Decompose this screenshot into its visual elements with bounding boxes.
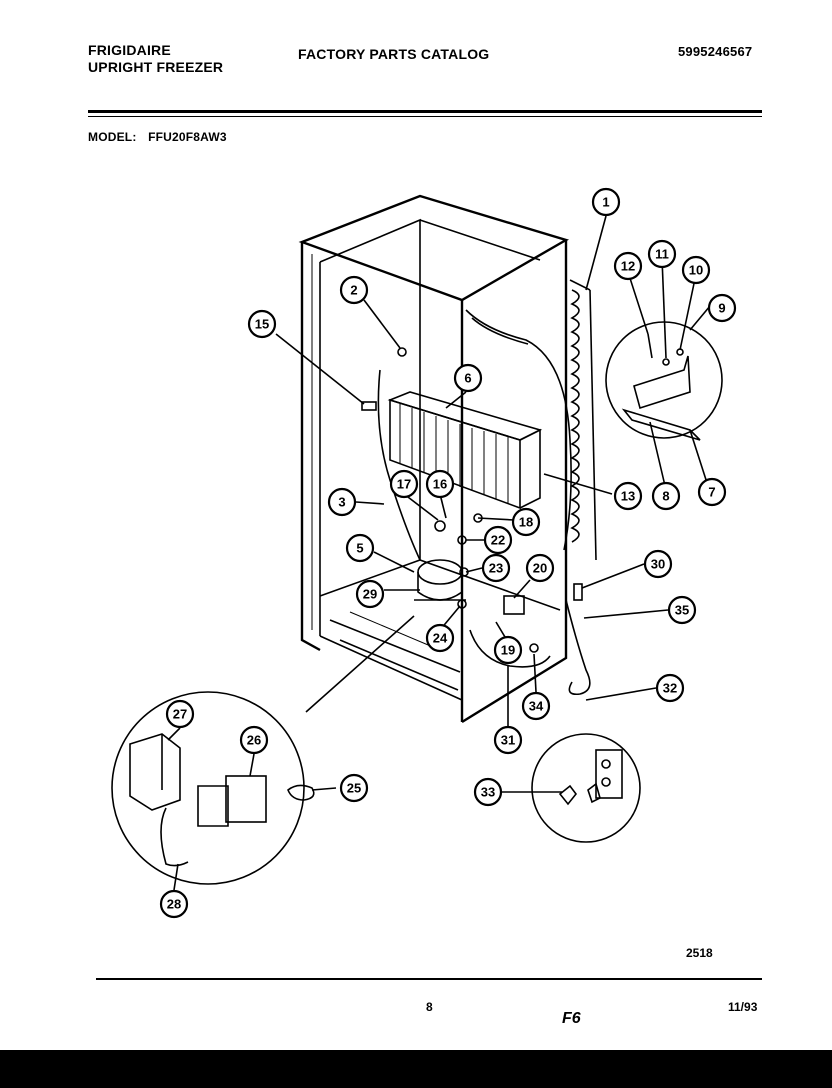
svg-text:25: 25 [347, 781, 361, 796]
callout-17: 17 [389, 469, 419, 499]
power-cord-detail [531, 733, 641, 843]
model-number: FFU20F8AW3 [148, 130, 227, 144]
callout-7: 7 [697, 477, 727, 507]
svg-text:17: 17 [397, 477, 411, 492]
svg-text:10: 10 [689, 263, 703, 278]
compressor-parts-detail [111, 615, 415, 885]
callout-27: 27 [165, 699, 195, 729]
part-number: 5995246567 [678, 44, 753, 59]
scan-border [0, 1050, 832, 1088]
svg-text:6: 6 [464, 371, 471, 386]
callout-35: 35 [667, 595, 697, 625]
svg-text:34: 34 [529, 699, 544, 714]
svg-text:22: 22 [491, 533, 505, 548]
exploded-parts-diagram: 1 2 3 5 6 7 8 9 10 11 12 13 15 16 17 18 … [111, 187, 737, 919]
svg-text:19: 19 [501, 643, 515, 658]
svg-text:20: 20 [533, 561, 547, 576]
svg-text:3: 3 [338, 495, 345, 510]
callout-5: 5 [345, 533, 375, 563]
callout-29: 29 [355, 579, 385, 609]
page-number: 8 [426, 1000, 433, 1014]
brand-block: FRIGIDAIRE UPRIGHT FREEZER [88, 42, 223, 76]
svg-text:35: 35 [675, 603, 689, 618]
svg-text:29: 29 [363, 587, 377, 602]
header-rule [88, 110, 762, 113]
callout-31: 31 [493, 725, 523, 755]
callout-13: 13 [613, 481, 643, 511]
callout-20: 20 [525, 553, 555, 583]
callout-8: 8 [651, 481, 681, 511]
svg-text:11: 11 [655, 247, 669, 262]
header-rule-thin [88, 116, 762, 117]
callout-34: 34 [521, 691, 551, 721]
callout-22: 22 [483, 525, 513, 555]
svg-text:28: 28 [167, 897, 181, 912]
svg-text:15: 15 [255, 317, 269, 332]
callout-10: 10 [681, 255, 711, 285]
svg-text:30: 30 [651, 557, 665, 572]
callout-18: 18 [511, 507, 541, 537]
brand-name: FRIGIDAIRE [88, 42, 171, 58]
svg-text:13: 13 [621, 489, 635, 504]
callout-24: 24 [425, 623, 455, 653]
catalog-title: FACTORY PARTS CATALOG [298, 46, 490, 62]
callout-19: 19 [493, 635, 523, 665]
revision-date: 11/93 [728, 1000, 758, 1014]
callout-1: 1 [591, 187, 621, 217]
svg-text:23: 23 [489, 561, 503, 576]
figure-code: F6 [562, 1010, 581, 1027]
catalog-page: FRIGIDAIRE UPRIGHT FREEZER FACTORY PARTS… [88, 42, 762, 1027]
callout-12: 12 [613, 251, 643, 281]
callout-30: 30 [643, 549, 673, 579]
svg-text:12: 12 [621, 259, 635, 274]
svg-text:32: 32 [663, 681, 677, 696]
callout-33: 33 [473, 777, 503, 807]
callout-23: 23 [481, 553, 511, 583]
callout-16: 16 [425, 469, 455, 499]
svg-text:33: 33 [481, 785, 495, 800]
svg-text:18: 18 [519, 515, 533, 530]
callout-9: 9 [707, 293, 737, 323]
product-type: UPRIGHT FREEZER [88, 59, 224, 75]
footer-rule [96, 978, 762, 980]
callout-2: 2 [339, 275, 369, 305]
callout-6: 6 [453, 363, 483, 393]
svg-text:27: 27 [173, 707, 187, 722]
callout-28: 28 [159, 889, 189, 919]
svg-text:7: 7 [708, 485, 715, 500]
svg-text:5: 5 [356, 541, 363, 556]
svg-text:26: 26 [247, 733, 261, 748]
figure-reference: 2518 [686, 946, 713, 960]
model-label: MODEL: [88, 130, 137, 144]
leader-lines [167, 215, 711, 891]
svg-text:8: 8 [662, 489, 669, 504]
svg-text:9: 9 [718, 301, 725, 316]
callout-32: 32 [655, 673, 685, 703]
svg-text:2: 2 [350, 283, 357, 298]
callout-15: 15 [247, 309, 277, 339]
svg-text:16: 16 [433, 477, 447, 492]
svg-text:1: 1 [602, 195, 609, 210]
svg-text:24: 24 [433, 631, 448, 646]
model-line: MODEL: FFU20F8AW3 [88, 130, 227, 144]
callout-3: 3 [327, 487, 357, 517]
callout-25: 25 [339, 773, 369, 803]
svg-text:31: 31 [501, 733, 515, 748]
callout-11: 11 [647, 239, 677, 269]
bracket-detail [605, 321, 723, 441]
callout-26: 26 [239, 725, 269, 755]
